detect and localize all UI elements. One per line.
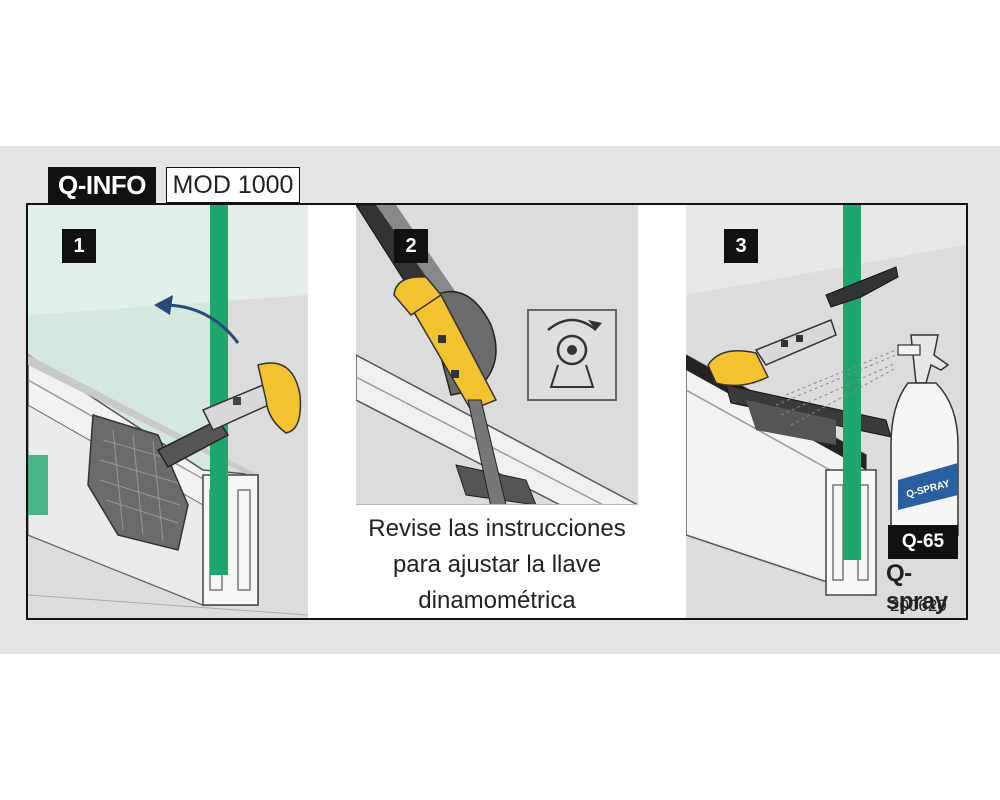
step-number-2: 2 — [394, 229, 428, 263]
step-panel-3: Q-SPRAY 3 — [686, 205, 966, 618]
spray-bottle-icon: Q-SPRAY — [890, 334, 959, 536]
step-number-3: 3 — [724, 229, 758, 263]
step-panel-1: 1 — [28, 205, 308, 618]
product-number: 200620 — [890, 596, 947, 615]
caption-line-3: dinamométrica — [418, 587, 576, 614]
caption-line-1: Revise las instrucciones — [368, 515, 626, 542]
step-1-illustration — [28, 205, 308, 618]
instruction-caption: Revise las instrucciones para ajustar la… — [356, 504, 638, 618]
step-number-1: 1 — [62, 229, 96, 263]
model-tag: MOD 1000 — [166, 167, 300, 203]
product-name: Q-spray — [886, 560, 948, 615]
brand-tag: Q-INFO — [48, 167, 156, 203]
step-3-illustration: Q-SPRAY — [686, 205, 966, 618]
caption-line-2: para ajustar la llave — [392, 551, 602, 578]
product-code-badge: Q-65 — [888, 525, 958, 559]
torque-wrench-icon — [257, 362, 302, 434]
